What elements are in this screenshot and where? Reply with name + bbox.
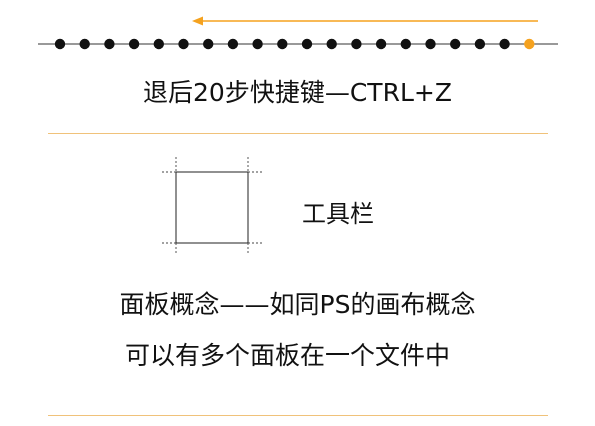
timeline-dot (227, 38, 239, 50)
toolbar-label: 工具栏 (302, 200, 374, 228)
timeline-dot-active (524, 38, 535, 50)
timeline-dot (252, 38, 263, 50)
timeline-dot (178, 38, 189, 50)
body-line-2: 可以有多个面板在一个文件中 (124, 341, 450, 370)
left-arrow-icon (192, 16, 538, 26)
timeline-dot (375, 38, 387, 50)
caption-text: 退后20步快捷键—CTRL+Z (143, 78, 452, 107)
timeline-dot (203, 38, 214, 50)
timeline-dot (400, 38, 411, 50)
timeline-dot (104, 38, 115, 50)
artboard-icon (162, 157, 262, 253)
timeline-dot (425, 38, 436, 50)
timeline-dot (79, 38, 90, 50)
timeline-dot (128, 38, 140, 50)
timeline-dot (54, 38, 66, 50)
timeline-dot (277, 38, 288, 50)
timeline-dot (450, 38, 461, 50)
timeline-dot (153, 38, 164, 50)
body-line-1: 面板概念——如同PS的画布概念 (119, 290, 476, 319)
divider-bottom (48, 415, 548, 416)
timeline-dot (351, 38, 362, 50)
timeline-dot (326, 38, 337, 50)
divider-top (48, 133, 548, 134)
timeline-dot (474, 38, 486, 50)
timeline-dot (301, 38, 313, 50)
timeline-dots (38, 38, 558, 50)
timeline-dot (499, 38, 510, 50)
